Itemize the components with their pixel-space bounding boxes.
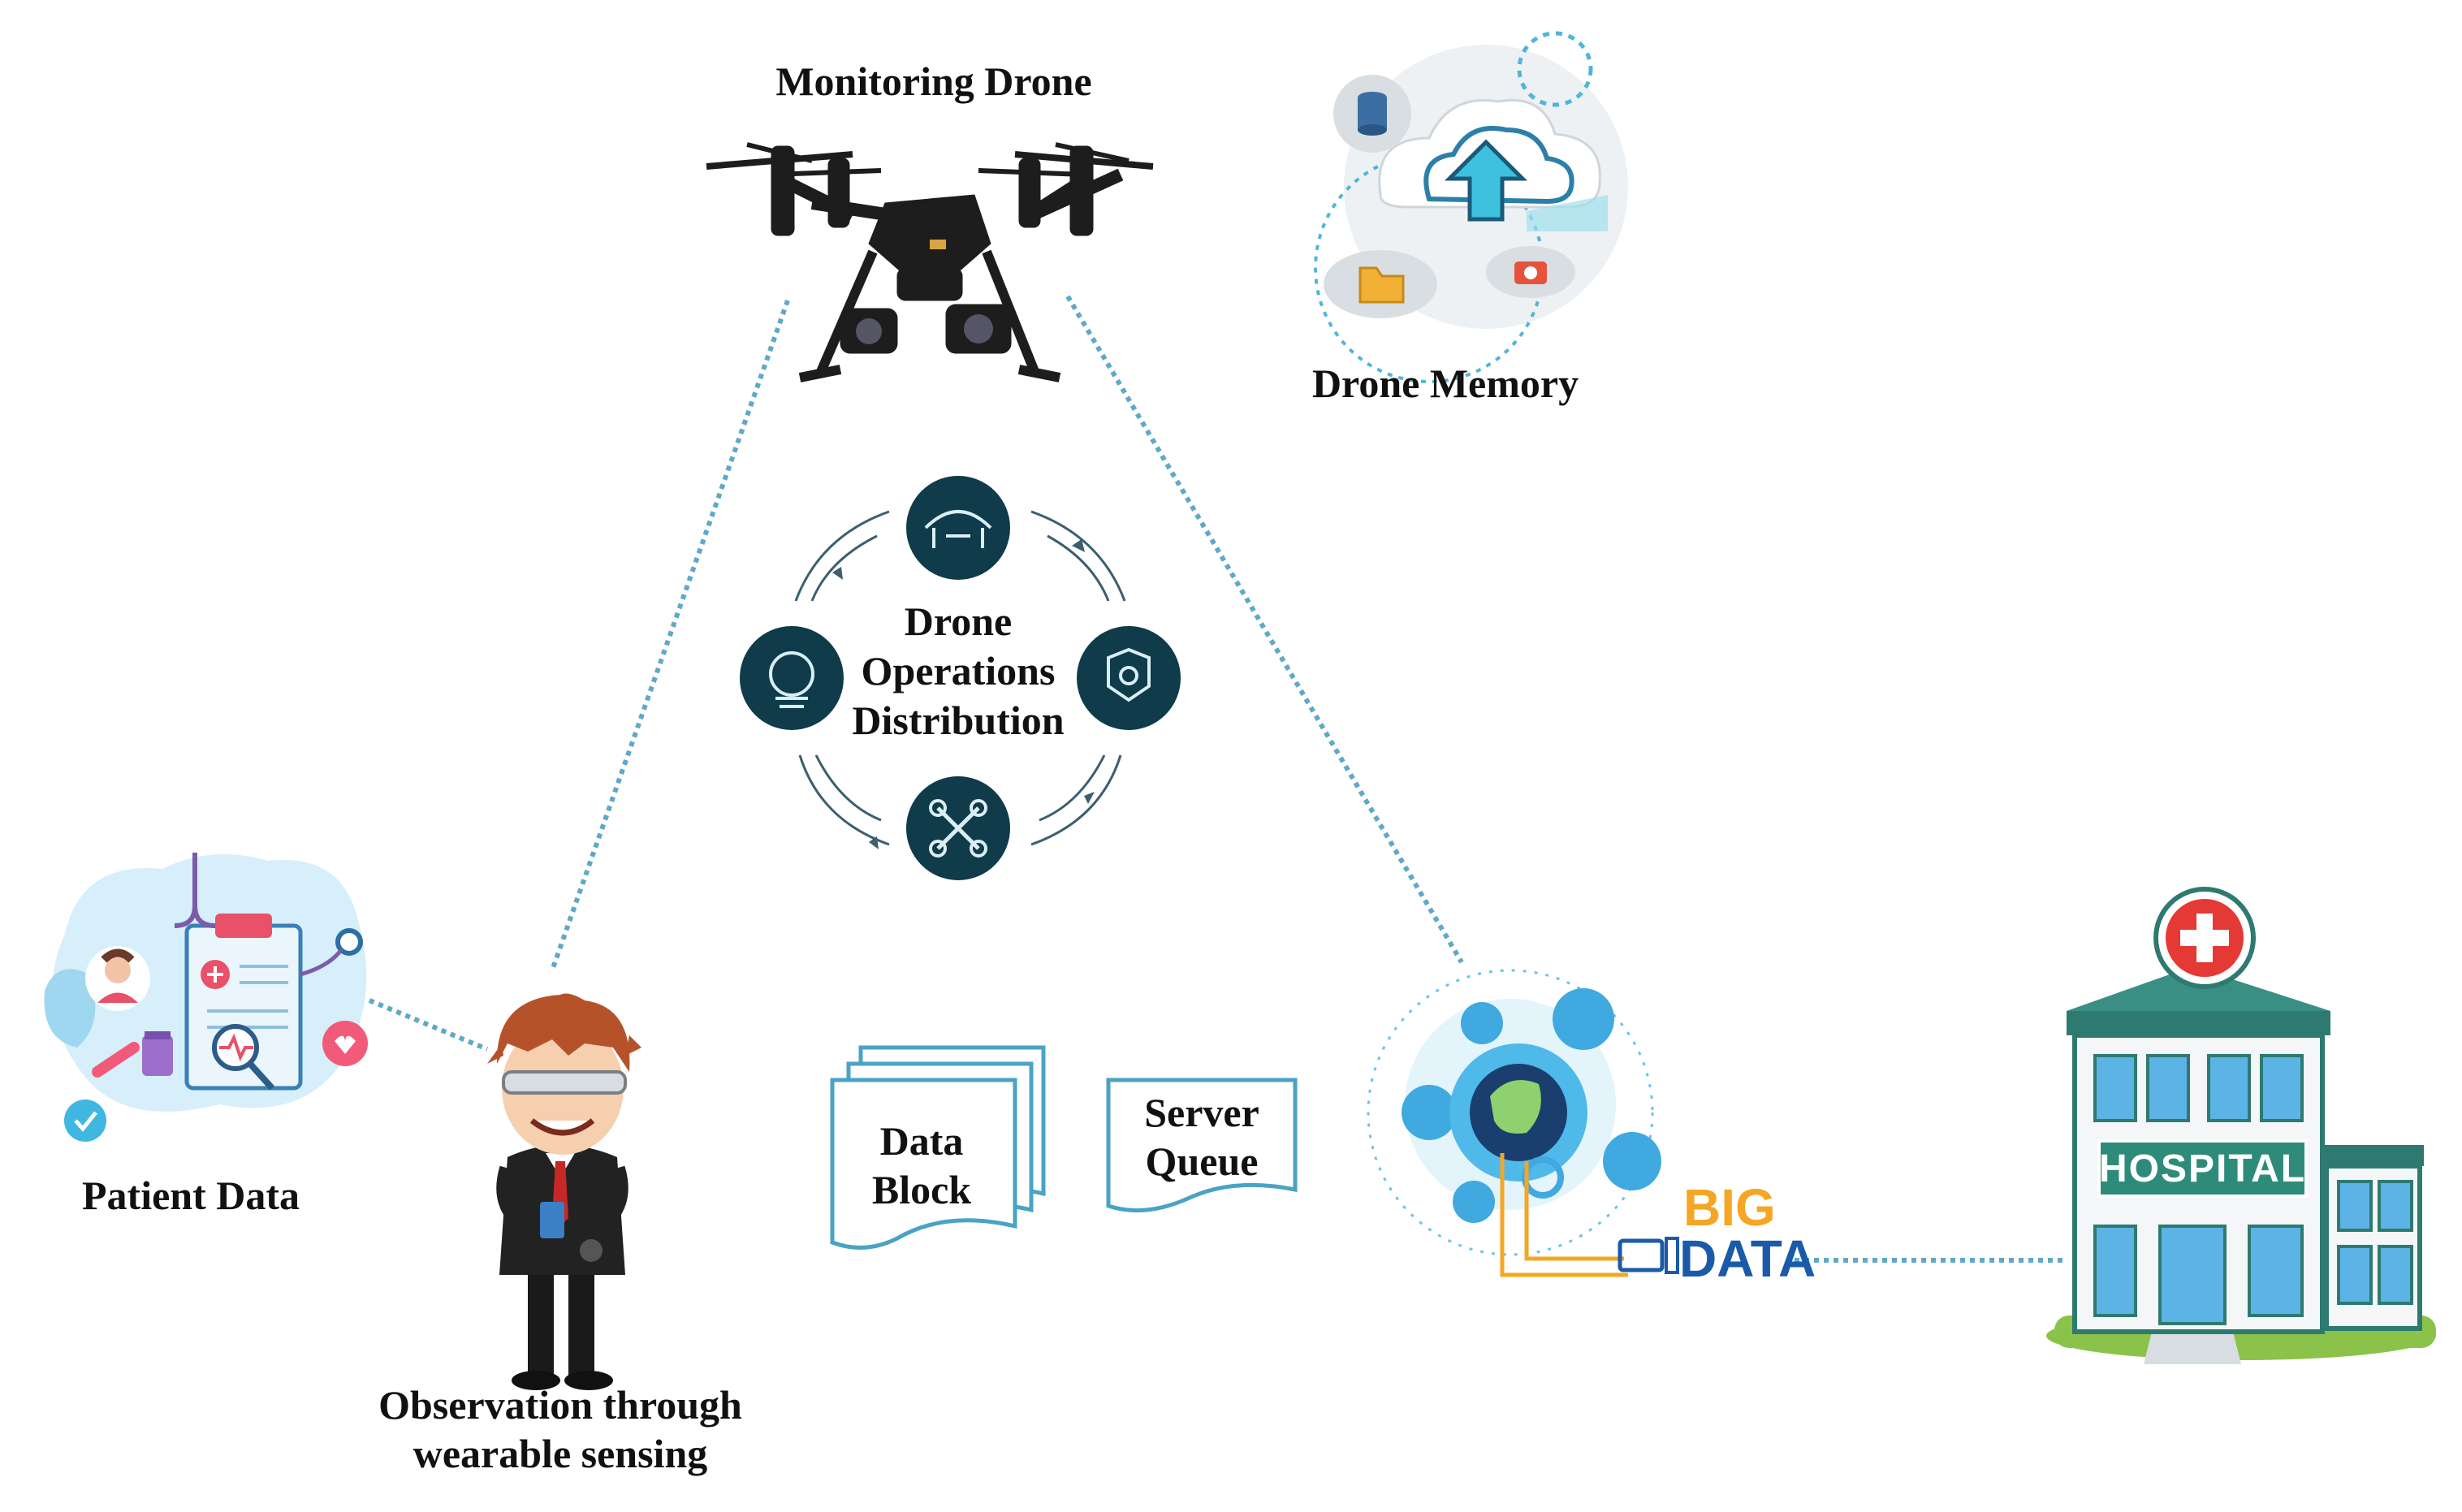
big-data-globe-icon (1367, 969, 1679, 1277)
medical-cross-icon (2153, 887, 2256, 989)
monitoring-drone-label: Monitoring Drone (775, 58, 1092, 104)
patient-to-observer-line (368, 998, 489, 1052)
data-label: DATA (1679, 1229, 1816, 1288)
data-block-doc-icon (830, 1045, 1046, 1250)
data-block-label: Data Block (871, 1118, 972, 1212)
folder-icon (1324, 250, 1437, 318)
ops-node-right (1077, 626, 1181, 730)
big-label: BIG (1683, 1178, 1776, 1237)
ops-node-bottom (906, 776, 1010, 880)
server-queue-doc-icon (1106, 1078, 1298, 1213)
operations-label: Drone Operations Distribution (852, 598, 1065, 743)
server-queue-label: Server Queue (1144, 1090, 1259, 1184)
database-icon (1333, 75, 1411, 153)
drone-to-observer-line (550, 300, 790, 971)
hospital-building-icon (2046, 966, 2436, 1364)
patient-data-label: Patient Data (82, 1173, 300, 1218)
observation-label: Observation through wearable sensing (378, 1382, 742, 1476)
drone-icon (706, 142, 1154, 382)
drone-to-bigdata-line (1065, 295, 1464, 964)
doctor-figure-icon (487, 993, 641, 1390)
clipboard-icon (44, 853, 368, 1142)
operations-cycle-icon (740, 476, 1181, 880)
ops-node-top (906, 476, 1010, 580)
camera-icon (1486, 246, 1575, 298)
hospital-sign: HOSPITAL (2099, 1147, 2307, 1190)
connector-lines (368, 295, 2067, 1263)
drone-memory-label: Drone Memory (1311, 361, 1579, 406)
ops-node-left (740, 626, 844, 730)
